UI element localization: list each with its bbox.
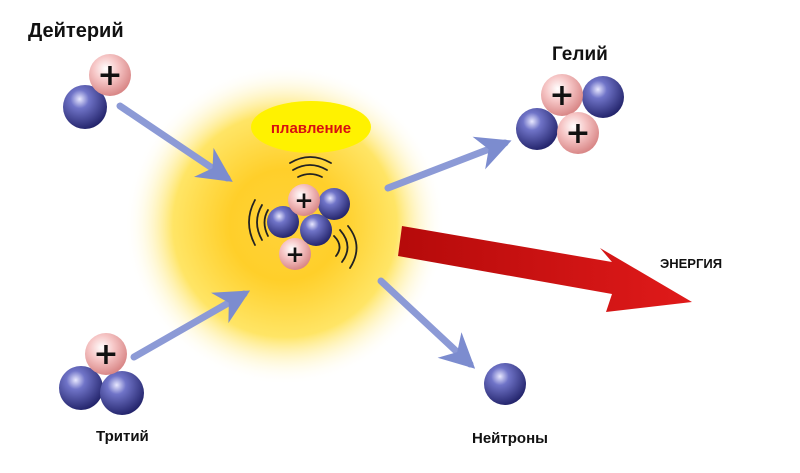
proton <box>288 184 320 216</box>
neutron <box>267 206 299 238</box>
neutrons-label: Нейтроны <box>472 430 548 447</box>
neutron <box>300 214 332 246</box>
neutron <box>100 371 144 415</box>
vibration-lines <box>248 156 358 269</box>
plus-sign: + <box>294 188 313 214</box>
output-arrow-helium <box>384 136 512 192</box>
plus-sign: + <box>93 337 118 372</box>
energy-arrow <box>398 226 692 312</box>
plus-sign: + <box>549 78 574 113</box>
proton <box>89 54 131 96</box>
tritium-label: Тритий <box>96 428 149 445</box>
neutron <box>318 188 350 220</box>
deuterium-label: Дейтерий <box>28 20 124 42</box>
plus-sign: + <box>285 242 304 268</box>
fusion-label: плавление <box>271 120 351 137</box>
neutron <box>516 108 558 150</box>
proton <box>541 74 583 116</box>
fusing-nucleus: + + <box>267 184 350 270</box>
proton <box>279 238 311 270</box>
proton <box>557 112 599 154</box>
helium-label: Гелий <box>552 44 608 65</box>
fusion-bubble <box>251 101 371 153</box>
proton <box>85 333 127 375</box>
deuterium-nucleus: + <box>63 54 131 129</box>
neutron <box>582 76 624 118</box>
plus-sign: + <box>565 116 590 151</box>
input-arrow-tritium <box>130 290 251 361</box>
energy-label: ЭНЕРГИЯ <box>660 256 723 271</box>
helium-nucleus: + + <box>516 74 624 154</box>
free-neutron <box>484 363 526 405</box>
plus-sign: + <box>97 58 122 93</box>
neutron <box>59 366 103 410</box>
output-arrow-neutron <box>377 277 476 369</box>
neutron <box>63 85 107 129</box>
input-arrow-deuterium <box>116 102 233 182</box>
tritium-nucleus: + <box>59 333 144 415</box>
